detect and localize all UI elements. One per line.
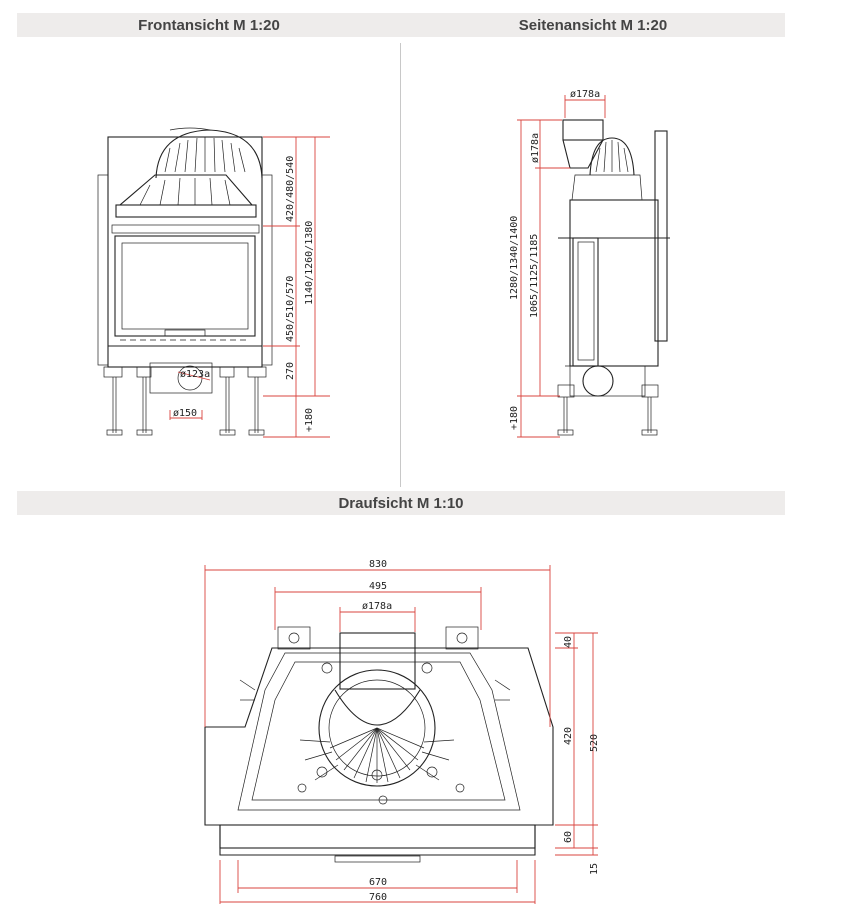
side-dim-flue-top: ø178a bbox=[570, 89, 600, 100]
top-dim-bracket-width: 495 bbox=[369, 581, 387, 592]
top-dimension-lines bbox=[204, 565, 598, 904]
side-dim-leg-height: +180 bbox=[509, 406, 520, 430]
top-front-frame bbox=[219, 824, 536, 849]
side-dim-flue-side: ø178a bbox=[530, 133, 541, 163]
side-flue-collar bbox=[562, 119, 604, 141]
top-dim-handle-depth: 15 bbox=[589, 863, 600, 875]
side-dim-body-height: 1065/1125/1185 bbox=[529, 234, 540, 318]
front-dim-air-inlet: ø123a bbox=[180, 369, 210, 380]
front-dimension-lines bbox=[169, 136, 330, 438]
top-door-handle bbox=[334, 855, 421, 863]
top-dim-bracket-depth: 40 bbox=[563, 636, 574, 648]
front-dim-door-height: 450/510/570 bbox=[285, 276, 296, 342]
side-air-inlet bbox=[582, 365, 614, 397]
top-firebox-shell bbox=[204, 647, 554, 856]
side-body-outline bbox=[569, 199, 659, 367]
front-legs bbox=[103, 366, 267, 436]
front-view-heading: Frontansicht M 1:20 bbox=[17, 13, 401, 37]
top-flue-box bbox=[339, 632, 416, 690]
front-view-drawing: 420/480/540 450/510/570 1140/1260/1380 2… bbox=[97, 127, 330, 438]
side-dimension-lines bbox=[517, 95, 606, 438]
side-view-heading: Seitenansicht M 1:20 bbox=[401, 13, 785, 37]
top-dim-total-depth: 520 bbox=[589, 734, 600, 752]
top-burner-ring bbox=[318, 669, 436, 787]
front-dim-base-height: 270 bbox=[285, 362, 296, 380]
top-view-heading: Draufsicht M 1:10 bbox=[17, 491, 785, 515]
view-divider bbox=[400, 43, 401, 487]
front-glass-door bbox=[114, 235, 256, 337]
front-dim-leg-height: +180 bbox=[304, 408, 315, 432]
top-dim-flue-diameter: ø178a bbox=[362, 601, 392, 612]
top-dim-total-width: 830 bbox=[369, 559, 387, 570]
top-dim-frame-depth: 60 bbox=[563, 831, 574, 843]
top-radial-fins bbox=[299, 727, 455, 783]
side-dim-total-height: 1280/1340/1400 bbox=[509, 216, 520, 300]
front-dim-hood-height: 420/480/540 bbox=[285, 156, 296, 222]
front-smoke-hood bbox=[118, 174, 254, 206]
front-dim-outer-air: ø150 bbox=[173, 408, 197, 419]
front-dim-total-height: 1140/1260/1380 bbox=[304, 221, 315, 305]
side-rear-panel bbox=[654, 130, 668, 342]
side-view-drawing: ø178a ø178a 1280/1340/1400 1065/1125/118… bbox=[509, 89, 670, 438]
side-legs bbox=[557, 384, 659, 436]
top-view-drawing: 830 495 ø178a 40 420 520 60 15 670 760 bbox=[204, 559, 600, 904]
top-dim-frame-width: 760 bbox=[369, 892, 387, 903]
side-flue-dome bbox=[589, 137, 635, 176]
top-dim-body-depth: 420 bbox=[563, 727, 574, 745]
top-dim-door-width: 670 bbox=[369, 877, 387, 888]
